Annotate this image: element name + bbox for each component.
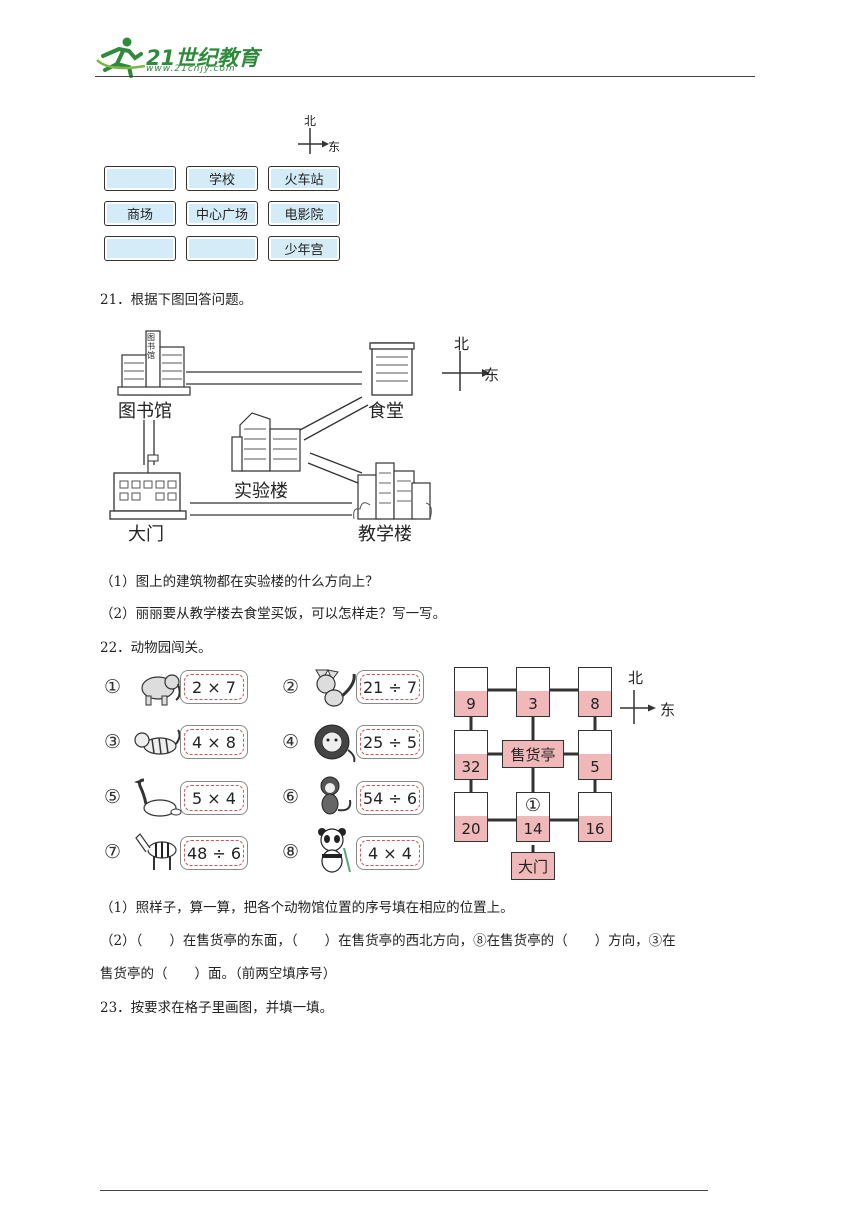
- animal-expression: 21 ÷ 7: [360, 674, 420, 700]
- expression-frame: [356, 781, 424, 815]
- compass-east-label: 东: [328, 140, 341, 154]
- gate-building-icon: [109, 454, 187, 520]
- compass-icon: [298, 128, 329, 154]
- animal-number: ④: [282, 731, 300, 753]
- header-divider: [95, 76, 755, 77]
- teaching-building-label: 教学楼: [358, 524, 412, 545]
- logo-title: 21世纪教育: [146, 46, 260, 70]
- campus-map-diagram: [109, 330, 490, 520]
- animal-number: ⑥: [282, 786, 300, 808]
- zoo-gate-box: 大门: [511, 852, 555, 880]
- library-building-icon: [117, 330, 191, 396]
- animal-expression: 54 ÷ 6: [360, 785, 420, 811]
- map-cell-school: 学校: [186, 166, 258, 191]
- question-21-part-2: （2）丽丽要从教学楼去食堂买饭，可以怎样走？写一写。: [100, 606, 447, 622]
- expression-frame: [180, 670, 248, 704]
- compass-east-label: 东: [660, 701, 676, 719]
- animal-expression: 5 × 4: [184, 785, 244, 811]
- logo-url: www.21cnjy.com: [146, 64, 236, 74]
- question-23-title: 23．按要求在格子里画图，并填一填。: [100, 1000, 334, 1016]
- animal-expression: 2 × 7: [184, 674, 244, 700]
- zoo-map-cell-number: 20: [455, 816, 487, 841]
- zoo-map-cell: 8: [578, 667, 612, 717]
- animal-number: ⑧: [282, 841, 300, 863]
- canteen-building-icon: [369, 342, 415, 396]
- map-cell-station: 火车站: [268, 166, 340, 191]
- compass-north-label: 北: [304, 114, 317, 128]
- map-cell-square: 中心广场: [186, 201, 258, 226]
- footer-divider: [100, 1190, 708, 1191]
- zoo-map-cell: 5: [578, 730, 612, 780]
- animal-number: ⑦: [104, 841, 122, 863]
- question-21-part-1: （1）图上的建筑物都在实验楼的什么方向上？: [100, 574, 379, 590]
- zoo-map-cell-number: 14: [517, 816, 549, 841]
- question-21-title: 21．根据下图回答问题。: [100, 292, 253, 308]
- compass-east-label: 东: [484, 366, 500, 384]
- zoo-map-cell: 20: [454, 792, 488, 842]
- expression-frame: [180, 836, 248, 870]
- zoo-map-example-label: ①: [524, 795, 542, 816]
- panda-icon: [318, 828, 351, 873]
- map-cell-nw: [104, 166, 176, 191]
- map-cell-cinema: 电影院: [268, 201, 340, 226]
- elephant-icon: [141, 674, 181, 706]
- compass-north-label: 北: [454, 335, 470, 353]
- monkey-icon: [320, 776, 352, 815]
- library-label: 图书馆: [118, 401, 172, 422]
- zoo-map-cell-number: 3: [517, 691, 549, 716]
- compass-icon: [442, 351, 490, 391]
- question-22-part-2-line-2: 售货亭的（ ）面。（前两空填序号）: [100, 966, 337, 982]
- map-cell-youth-palace: 少年宫: [268, 236, 340, 261]
- expression-frame: [356, 670, 424, 704]
- question-22-part-2-line-1: （2）（ ）在售货亭的东面，（ ）在售货亭的西北方向，⑧在售货亭的（ ）方向，③…: [100, 933, 676, 949]
- lab-building-icon: [231, 412, 301, 472]
- animal-expression: 25 ÷ 5: [360, 729, 420, 755]
- question-22-part-1: （1）照样子，算一算，把各个动物馆位置的序号填在相应的位置上。: [100, 900, 514, 916]
- zebra-icon: [135, 833, 177, 870]
- compass-north-label: 北: [628, 669, 644, 687]
- expression-frame: [356, 836, 424, 870]
- zoo-map-cell-number: 8: [579, 691, 611, 716]
- zoo-map-cell-number: 9: [455, 691, 487, 716]
- compass-icon: [620, 690, 656, 724]
- map-cell-s: [186, 236, 258, 261]
- zoo-map-cell-number: 32: [455, 754, 487, 779]
- library-sign: 图书馆: [147, 333, 155, 360]
- zoo-map-paths: [469, 688, 597, 852]
- animal-number: ③: [104, 731, 122, 753]
- map-cell-mall: 商场: [104, 201, 176, 226]
- kiosk-box: 售货亭: [502, 740, 564, 768]
- question-22-title: 22．动物园闯关。: [100, 640, 212, 656]
- zoo-map-cell: 3: [516, 667, 550, 717]
- expression-frame: [180, 725, 248, 759]
- logo-icon: [96, 37, 146, 78]
- zoo-map-cell: 9: [454, 667, 488, 717]
- gate-label: 大门: [128, 524, 164, 545]
- map-cell-sw: [104, 236, 176, 261]
- zoo-map-cell-number: 5: [579, 754, 611, 779]
- canteen-label: 食堂: [368, 401, 404, 422]
- teaching-building-icon: [353, 462, 432, 520]
- zoo-map-cell: 32: [454, 730, 488, 780]
- lab-label: 实验楼: [234, 481, 288, 502]
- animal-number: ⑤: [104, 786, 122, 808]
- fox-icon: [315, 669, 356, 707]
- animal-number: ①: [104, 676, 122, 698]
- zoo-map-cell-number: 16: [579, 816, 611, 841]
- lion-icon: [314, 724, 356, 763]
- animal-number: ②: [282, 676, 300, 698]
- tiger-icon: [134, 729, 181, 755]
- zoo-map-cell: 16: [578, 792, 612, 842]
- expression-frame: [180, 781, 248, 815]
- animal-expression: 4 × 8: [184, 729, 244, 755]
- goose-icon: [134, 778, 182, 817]
- expression-frame: [356, 725, 424, 759]
- animal-expression: 48 ÷ 6: [184, 840, 244, 866]
- animal-expression: 4 × 4: [360, 840, 420, 866]
